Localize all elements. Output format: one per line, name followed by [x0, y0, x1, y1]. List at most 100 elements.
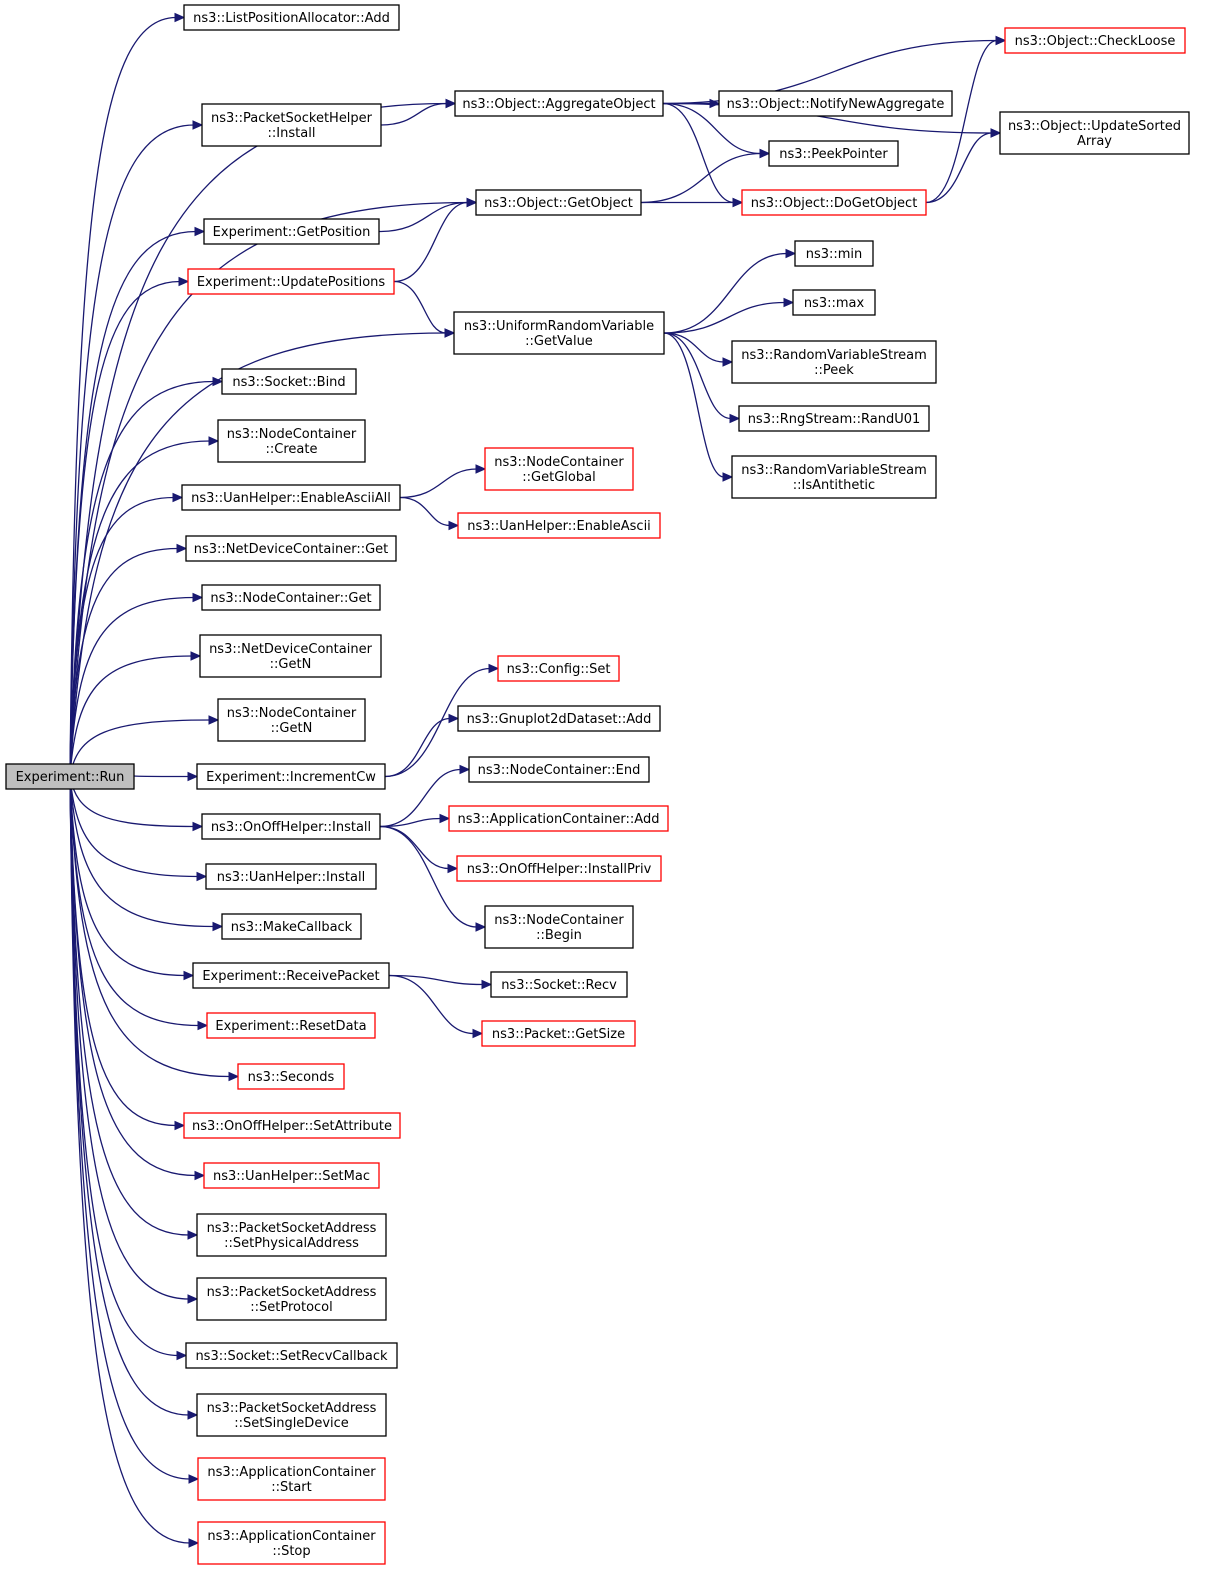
node-gnuplot_add[interactable]: ns3::Gnuplot2dDataset::Add [457, 705, 661, 732]
arrowhead-urv-to-max [783, 297, 795, 308]
node-label-isantithetic: ns3::RandomVariableStream [741, 463, 927, 478]
node-checkloose[interactable]: ns3::Object::CheckLoose [1004, 27, 1186, 54]
node-box-getposition [203, 218, 380, 245]
node-aggregate[interactable]: ns3::Object::AggregateObject [454, 90, 664, 117]
node-label-uan_install: ns3::UanHelper::Install [217, 870, 365, 885]
node-nc_create[interactable]: ns3::NodeContainer::Create [217, 419, 366, 463]
node-label-setattribute: ns3::OnOffHelper::SetAttribute [192, 1119, 392, 1134]
node-run[interactable]: Experiment::Run [5, 763, 135, 790]
node-isantithetic[interactable]: ns3::RandomVariableStream::IsAntithetic [731, 455, 937, 499]
node-peek[interactable]: ns3::PeekPointer [768, 140, 899, 167]
node-setsingledevice[interactable]: ns3::PacketSocketAddress::SetSingleDevic… [196, 1393, 387, 1437]
node-label-appc_add: ns3::ApplicationContainer::Add [458, 812, 660, 827]
node-seconds[interactable]: ns3::Seconds [237, 1063, 345, 1090]
node-setattribute[interactable]: ns3::OnOffHelper::SetAttribute [183, 1112, 401, 1139]
arrowhead-run-to-appc_start [188, 1474, 200, 1484]
node-config_set[interactable]: ns3::Config::Set [497, 655, 620, 682]
node-appc_add[interactable]: ns3::ApplicationContainer::Add [448, 805, 669, 832]
arrowhead-run-to-setprotocol [187, 1294, 199, 1304]
edge-onoff_install-to-nc_begin [379, 825, 478, 928]
node-getglobal[interactable]: ns3::NodeContainer::GetGlobal [484, 447, 634, 491]
node-ndc_getn[interactable]: ns3::NetDeviceContainer::GetN [199, 634, 382, 678]
node-incrementcw[interactable]: Experiment::IncrementCw [196, 763, 386, 790]
node-nc_begin[interactable]: ns3::NodeContainer::Begin [484, 905, 634, 949]
node-dogetobject[interactable]: ns3::Object::DoGetObject [741, 189, 927, 216]
node-label-enableasciiall: ns3::UanHelper::EnableAsciiAll [191, 491, 391, 506]
arrowhead-run-to-onoff_install [192, 821, 204, 832]
edge-run-to-setmac [69, 775, 197, 1177]
node-setprotocol[interactable]: ns3::PacketSocketAddress::SetProtocol [196, 1277, 387, 1321]
node-psh_install[interactable]: ns3::PacketSocketHelper::Install [201, 103, 382, 147]
node-installpriv[interactable]: ns3::OnOffHelper::InstallPriv [456, 855, 662, 882]
node-label-min: ns3::min [806, 247, 863, 262]
node-label-psh_install: ::Install [268, 126, 316, 141]
node-label-appc_stop: ::Stop [272, 1544, 310, 1559]
node-getsize[interactable]: ns3::Packet::GetSize [481, 1020, 636, 1047]
arrowhead-getobject-to-dogetobject [732, 197, 744, 208]
node-enableascii[interactable]: ns3::UanHelper::EnableAscii [457, 512, 661, 539]
node-updatepositions[interactable]: Experiment::UpdatePositions [187, 268, 395, 295]
node-label-checkloose: ns3::Object::CheckLoose [1015, 34, 1176, 49]
arrowhead-run-to-setattribute [174, 1120, 186, 1131]
node-setrecvcallback[interactable]: ns3::Socket::SetRecvCallback [185, 1342, 398, 1369]
node-appc_start[interactable]: ns3::ApplicationContainer::Start [197, 1457, 386, 1501]
arrowhead-run-to-makecallback [212, 921, 224, 932]
node-getobject[interactable]: ns3::Object::GetObject [475, 189, 642, 216]
arrowhead-run-to-receivepacket [183, 970, 195, 981]
node-label-urv: ns3::UniformRandomVariable [464, 319, 654, 334]
node-box-setrecvcallback [185, 1342, 398, 1369]
node-notify[interactable]: ns3::Object::NotifyNewAggregate [718, 90, 953, 117]
node-urv[interactable]: ns3::UniformRandomVariable::GetValue [453, 311, 665, 355]
node-onoff_install[interactable]: ns3::OnOffHelper::Install [201, 813, 381, 840]
node-box-nc_get [201, 584, 381, 611]
node-box-setattribute [183, 1112, 401, 1139]
node-rvs_peek[interactable]: ns3::RandomVariableStream::Peek [731, 340, 937, 384]
node-label-aggregate: ns3::Object::AggregateObject [462, 97, 655, 112]
node-receivepacket[interactable]: Experiment::ReceivePacket [192, 962, 390, 989]
node-setphysical[interactable]: ns3::PacketSocketAddress::SetPhysicalAdd… [196, 1213, 387, 1257]
node-setmac[interactable]: ns3::UanHelper::SetMac [203, 1162, 380, 1189]
node-box-appc_stop [197, 1521, 386, 1565]
node-label-receivepacket: Experiment::ReceivePacket [202, 969, 379, 984]
edge-enableasciiall-to-getglobal [399, 468, 478, 499]
arrowhead-receivepacket-to-recv [481, 979, 493, 990]
node-nc_getn[interactable]: ns3::NodeContainer::GetN [217, 698, 366, 742]
node-label-randu01: ns3::RngStream::RandU01 [748, 412, 921, 427]
arrowhead-run-to-setmac [194, 1170, 206, 1181]
node-bind[interactable]: ns3::Socket::Bind [221, 368, 357, 395]
node-randu01[interactable]: ns3::RngStream::RandU01 [738, 405, 930, 432]
node-label-psh_install: ns3::PacketSocketHelper [211, 111, 373, 126]
node-nc_get[interactable]: ns3::NodeContainer::Get [201, 584, 381, 611]
node-label-ndc_get: ns3::NetDeviceContainer::Get [194, 542, 389, 557]
node-nc_end[interactable]: ns3::NodeContainer::End [468, 756, 650, 783]
node-makecallback[interactable]: ns3::MakeCallback [221, 913, 362, 940]
node-min[interactable]: ns3::min [794, 240, 874, 267]
node-label-getglobal: ::GetGlobal [522, 470, 595, 485]
node-appc_stop[interactable]: ns3::ApplicationContainer::Stop [197, 1521, 386, 1565]
node-label-incrementcw: Experiment::IncrementCw [206, 770, 376, 785]
node-ndc_get[interactable]: ns3::NetDeviceContainer::Get [185, 535, 397, 562]
node-resetdata[interactable]: Experiment::ResetData [206, 1012, 376, 1039]
arrowhead-onoff_install-to-appc_add [439, 813, 451, 824]
arrowhead-run-to-psh_install [192, 120, 204, 130]
node-lpa_add[interactable]: ns3::ListPositionAllocator::Add [183, 4, 400, 31]
node-recv[interactable]: ns3::Socket::Recv [490, 971, 628, 998]
node-box-resetdata [206, 1012, 376, 1039]
node-label-nc_getn: ns3::NodeContainer [227, 706, 357, 721]
arrowhead-run-to-enableasciiall [172, 492, 184, 503]
node-label-appc_start: ns3::ApplicationContainer [207, 1465, 376, 1480]
arrowhead-run-to-incrementcw [187, 771, 199, 782]
edge-urv-to-isantithetic [663, 332, 725, 478]
node-label-rvs_peek: ::Peek [814, 363, 854, 378]
node-label-getobject: ns3::Object::GetObject [484, 196, 633, 211]
node-box-max [792, 289, 876, 316]
node-getposition[interactable]: Experiment::GetPosition [203, 218, 380, 245]
arrowhead-incrementcw-to-config_set [488, 663, 500, 674]
node-uan_install[interactable]: ns3::UanHelper::Install [205, 863, 377, 890]
node-max[interactable]: ns3::max [792, 289, 876, 316]
node-label-nc_getn: ::GetN [271, 721, 313, 736]
edge-run-to-ndc_getn [69, 655, 193, 777]
node-enableasciiall[interactable]: ns3::UanHelper::EnableAsciiAll [181, 484, 401, 511]
edge-run-to-psh_install [69, 124, 195, 777]
